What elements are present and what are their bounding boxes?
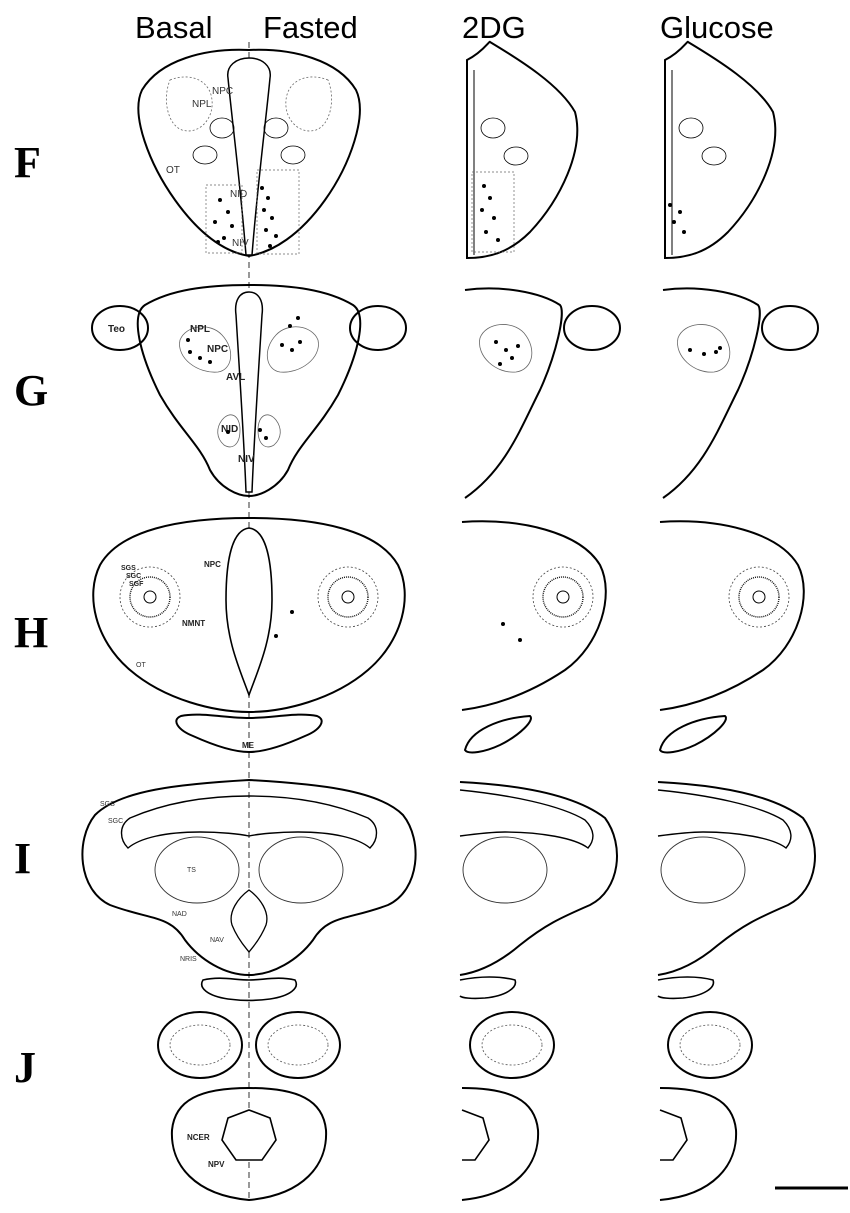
cell-marker <box>501 622 505 626</box>
label-g-teo: Teo <box>108 324 125 335</box>
label-h-nmnt: NMNT <box>182 619 205 628</box>
label-f-npc: NPC <box>212 86 233 97</box>
plate-i-label-group: SGS SGC TS NAD NAV NRIS <box>100 801 224 963</box>
cell-marker <box>682 230 686 234</box>
label-f-npl: NPL <box>192 99 212 110</box>
cell-marker <box>213 220 217 224</box>
plate-j-2dg <box>462 1012 554 1200</box>
cell-marker <box>672 220 676 224</box>
label-h-me: ME <box>242 741 255 750</box>
cell-marker <box>208 360 212 364</box>
label-g-avl: AVL <box>226 372 245 383</box>
cell-marker <box>280 343 284 347</box>
cell-marker <box>264 228 268 232</box>
label-f-ot: OT <box>166 165 180 176</box>
cell-marker <box>274 634 278 638</box>
plate-j-label-group: NCER NPV <box>187 1133 225 1169</box>
cell-marker <box>714 350 718 354</box>
plate-h-glucose <box>660 521 804 752</box>
label-i-ts: TS <box>187 867 196 874</box>
plate-f-glucose <box>665 42 775 258</box>
cell-marker <box>668 203 672 207</box>
label-i-nad: NAD <box>172 911 187 918</box>
label-h-sgf: SGF <box>129 581 144 588</box>
cell-marker <box>518 638 522 642</box>
label-f-niv: NIV <box>232 238 249 249</box>
cell-marker <box>516 344 520 348</box>
plate-h-2dg <box>462 521 606 752</box>
cell-marker <box>274 234 278 238</box>
cell-marker <box>186 338 190 342</box>
plate-i-2dg <box>460 782 617 998</box>
cell-marker <box>290 348 294 352</box>
label-i-nris: NRIS <box>180 956 197 963</box>
label-i-nav: NAV <box>210 937 224 944</box>
cell-marker <box>482 184 486 188</box>
label-h-sgs: SGS <box>121 565 136 572</box>
cell-marker <box>678 210 682 214</box>
plate-g-label-group: Teo NPL NPC AVL NID NIV <box>108 324 255 465</box>
label-j-npv: NPV <box>208 1160 225 1169</box>
cell-markers-h <box>274 610 522 642</box>
cell-marker <box>510 356 514 360</box>
label-i-sgs: SGS <box>100 801 115 808</box>
cell-marker <box>494 340 498 344</box>
cell-markers-f <box>213 184 686 248</box>
plate-j-glucose <box>660 1012 752 1200</box>
cell-marker <box>688 348 692 352</box>
cell-markers-g <box>186 316 722 440</box>
plate-f-full <box>138 50 359 256</box>
cell-marker <box>298 340 302 344</box>
label-g-niv: NIV <box>238 454 255 465</box>
label-g-npl: NPL <box>190 324 210 335</box>
cell-marker <box>492 216 496 220</box>
cell-marker <box>504 348 508 352</box>
cell-marker <box>496 238 500 242</box>
cell-marker <box>266 196 270 200</box>
label-h-sgc: SGC <box>126 573 141 580</box>
cell-marker <box>484 230 488 234</box>
cell-marker <box>702 352 706 356</box>
cell-marker <box>290 610 294 614</box>
cell-marker <box>218 198 222 202</box>
cell-marker <box>260 186 264 190</box>
cell-marker <box>216 240 220 244</box>
cell-marker <box>262 208 266 212</box>
cell-marker <box>270 216 274 220</box>
cell-marker <box>480 208 484 212</box>
cell-marker <box>488 196 492 200</box>
plate-i-glucose <box>658 782 815 998</box>
cell-marker <box>258 428 262 432</box>
label-j-ncer: NCER <box>187 1133 210 1142</box>
cell-marker <box>718 346 722 350</box>
cell-marker <box>226 210 230 214</box>
cell-marker <box>188 350 192 354</box>
plate-f-2dg <box>467 42 577 258</box>
plate-g-2dg <box>465 288 620 498</box>
label-f-nid: NID <box>230 189 247 200</box>
label-h-npc: NPC <box>204 560 221 569</box>
cell-marker <box>230 224 234 228</box>
cell-marker <box>268 244 272 248</box>
cell-marker <box>226 430 230 434</box>
cell-marker <box>198 356 202 360</box>
cell-marker <box>264 436 268 440</box>
cell-marker <box>288 324 292 328</box>
cell-marker <box>296 316 300 320</box>
label-h-ot: OT <box>136 662 146 669</box>
label-g-npc: NPC <box>207 344 228 355</box>
cell-marker <box>222 236 226 240</box>
cell-marker <box>498 362 502 366</box>
label-g-nid: NID <box>221 424 238 435</box>
plate-g-glucose <box>663 288 818 498</box>
label-i-sgc: SGC <box>108 818 123 825</box>
